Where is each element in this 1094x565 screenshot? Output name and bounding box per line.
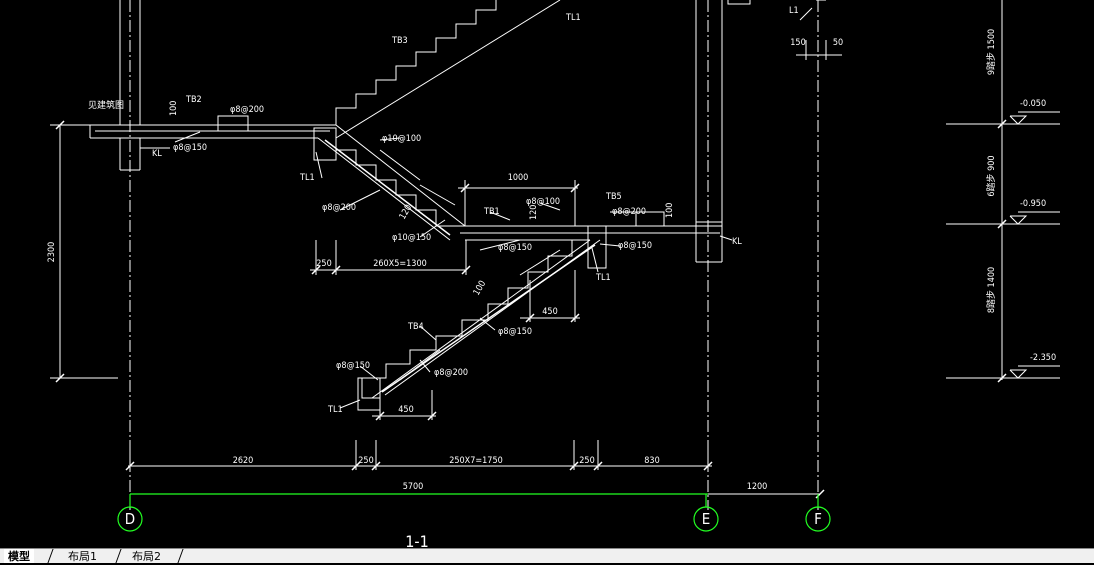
tab-layout1[interactable]: 布局1 [68, 550, 97, 563]
tab-layout2[interactable]: 布局2 [132, 550, 161, 563]
steps-8: 8踏步 1400 [985, 267, 997, 313]
label-kl-left: KL [152, 149, 162, 159]
dim-250-first: 250 [316, 259, 331, 269]
cad-drawing-canvas[interactable]: D E F 1-1 2620 250 250X7=1750 250 830 57… [0, 0, 1094, 548]
rebar-8-200-right: φ8@200 [612, 207, 646, 217]
tab-divider [177, 549, 184, 563]
dim-250-a: 250 [358, 456, 373, 466]
steps-9: 9踏步 1500 [985, 29, 997, 75]
dim-1000: 1000 [508, 173, 529, 183]
left-wall-note: 见建筑图 [88, 99, 124, 111]
level-0050: -0.050 [1020, 99, 1046, 109]
dim-450-a: 450 [542, 307, 557, 317]
dim-1200: 1200 [747, 482, 768, 492]
dim-250-b: 250 [579, 456, 594, 466]
rebar-8-150-mid: φ8@150 [498, 243, 532, 253]
rebar-8-150-low: φ8@150 [498, 327, 532, 337]
label-tl1-top: TL1 [565, 13, 581, 23]
rebar-8-150-right: φ8@150 [618, 241, 652, 251]
tab-divider [47, 549, 54, 563]
rebar-8-150-bottom: φ8@150 [336, 361, 370, 371]
rebar-8-200-mid: φ8@200 [322, 203, 356, 213]
rebar-top-8-200: φ8@200 [230, 105, 264, 115]
label-tb3: TB3 [391, 36, 408, 46]
axis-label-e: E [702, 510, 711, 528]
dim-450-b: 450 [398, 405, 413, 415]
dim-260x5: 260X5=1300 [373, 259, 427, 269]
axis-label-d: D [125, 510, 135, 528]
dim-250x7: 250X7=1750 [449, 456, 503, 466]
dim-2300: 2300 [47, 242, 57, 263]
tab-divider [115, 549, 122, 563]
level-0950: -0.950 [1020, 199, 1046, 209]
dim-5700: 5700 [403, 482, 424, 492]
dim-830: 830 [644, 456, 659, 466]
rebar-10-100: φ10@100 [382, 134, 421, 144]
label-l1: L1 [789, 6, 799, 16]
rebar-8-200-bottom: φ8@200 [434, 368, 468, 378]
dim-2620: 2620 [233, 456, 254, 466]
layout-tab-bar: 模型 布局1 布局2 [0, 548, 1094, 563]
steps-6: 6踏步 900 [985, 155, 997, 196]
rebar-10-150: φ10@150 [392, 233, 431, 243]
label-tl1-b: TL1 [595, 273, 611, 283]
level-2350: -2.350 [1030, 353, 1056, 363]
label-tb4: TB4 [407, 322, 424, 332]
label-tl1-c: TL1 [327, 405, 343, 415]
label-tb5: TB5 [605, 192, 622, 202]
rebar-8-150-left: φ8@150 [173, 143, 207, 153]
dim-100-c: 100 [472, 279, 488, 297]
axis-label-f: F [814, 510, 822, 528]
section-title: 1-1 [405, 532, 429, 548]
dim-100-a: 100 [169, 101, 179, 116]
tab-model[interactable]: 模型 [4, 549, 34, 563]
dim-50-top: 50 [833, 38, 843, 48]
dim-150-top: 150 [790, 38, 805, 48]
label-tb1: TB1 [483, 207, 500, 217]
label-kl-right: KL [732, 237, 742, 247]
dim-120-b: 120 [529, 205, 539, 220]
rebar-8-100: φ8@100 [526, 197, 560, 207]
label-tb2: TB2 [185, 95, 202, 105]
dim-100-b: 100 [665, 203, 675, 218]
label-tl1-a: TL1 [299, 173, 315, 183]
